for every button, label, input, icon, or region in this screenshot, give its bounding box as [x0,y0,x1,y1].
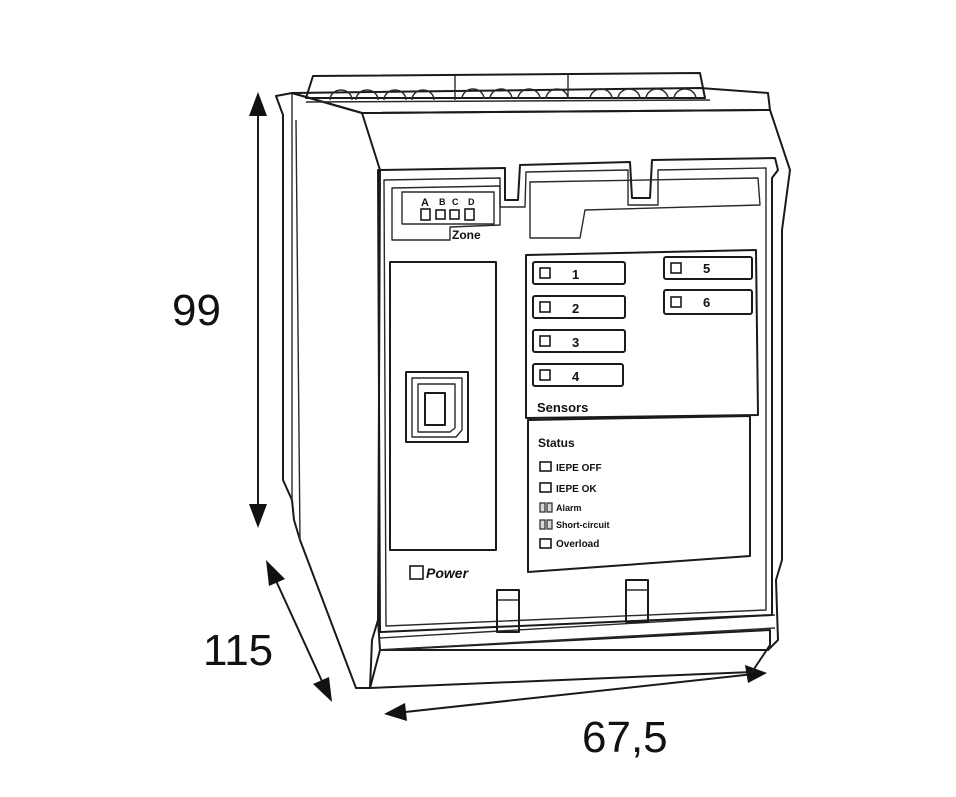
status-led-icon [539,461,552,472]
zone-switch-a[interactable] [420,208,431,221]
terminal-block [305,72,711,103]
status-item-iepe-off: IEPE OFF [539,461,602,474]
status-item-label: IEPE OK [556,484,597,495]
zone-letter-d: D [468,197,475,207]
sensor-led-icon [539,301,551,313]
sensor-led-icon [539,335,551,347]
arrow-left-icon [384,703,407,721]
status-panel: Status IEPE OFF IEPE OK Alarm Short-circ… [527,415,751,573]
zone-letter-c: C [452,197,459,207]
height-dimension: 99 [172,92,267,528]
status-led-icon [539,538,552,549]
sensor-channel-1: 1 [532,261,626,285]
status-item-short-circuit: Short-circuit [539,519,610,530]
status-led-dual-icon [539,519,546,530]
height-value: 99 [172,286,221,335]
power-led-icon [409,565,424,580]
zone-switch-b[interactable] [435,209,446,220]
status-item-iepe-ok: IEPE OK [539,482,597,495]
sensor-channel-label: 4 [572,369,580,384]
status-title: Status [538,436,575,450]
zone-letter-b: B [439,197,446,207]
arrow-up-left-icon [266,560,285,586]
device-housing [275,72,791,689]
width-dimension: 67,5 [384,665,767,762]
latch-clip-right [625,579,649,623]
status-item-label: IEPE OFF [556,463,602,474]
sensor-led-icon [539,267,551,279]
sensor-channel-6: 6 [663,289,753,315]
zone-label: Zone [452,228,481,242]
sensors-title: Sensors [537,400,588,415]
sensor-channel-label: 3 [572,335,579,350]
arrow-right-icon [745,665,767,683]
latch-clip-left [496,589,520,633]
zone-switch-c[interactable] [449,209,460,220]
usb-panel [389,261,497,551]
sensor-channel-4: 4 [532,363,624,387]
status-item-label: Short-circuit [556,520,610,530]
sensor-led-icon [670,296,682,308]
arrow-up-icon [249,92,267,116]
status-led-dual-icon [539,502,546,513]
status-item-overload: Overload [539,538,599,550]
sensor-channel-label: 1 [572,267,579,282]
zone-switch-d[interactable] [464,208,475,221]
zone-letter-a: A [421,197,429,209]
usb-b-port-icon[interactable] [405,371,469,443]
status-led-dual-icon [546,502,553,513]
status-item-alarm: Alarm [539,502,582,513]
sensors-panel: 1 2 3 4 5 6 Sensors [525,249,759,419]
arrow-down-icon [249,504,267,528]
zone-selector[interactable]: A B C D Zone [391,185,501,242]
sensor-channel-3: 3 [532,329,626,353]
sensor-led-icon [539,369,551,381]
arrow-down-right-icon [313,677,332,702]
depth-value: 115 [203,626,273,675]
power-label: Power [426,565,470,581]
sensor-channel-label: 6 [703,295,710,310]
depth-dimension: 115 [203,560,332,702]
sensor-channel-5: 5 [663,256,753,280]
sensor-channel-2: 2 [532,295,626,319]
power-indicator: Power [409,565,470,581]
sensor-channel-label: 2 [572,301,579,316]
status-led-dual-icon [546,519,553,530]
width-value: 67,5 [582,713,668,762]
status-item-label: Alarm [556,503,582,513]
sensor-led-icon [670,262,682,274]
sensor-channel-label: 5 [703,261,710,276]
status-led-icon [539,482,552,493]
status-item-label: Overload [556,539,599,550]
